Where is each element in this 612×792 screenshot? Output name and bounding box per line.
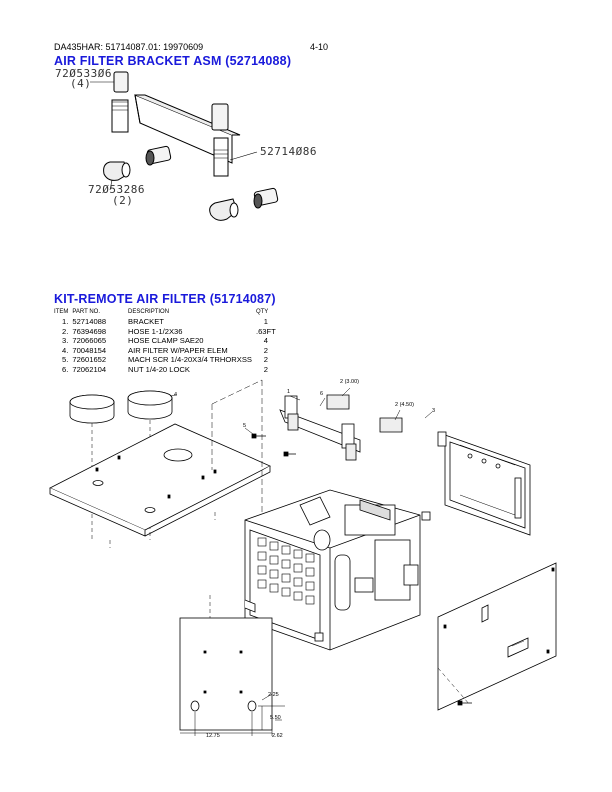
quantity: 2 xyxy=(263,345,268,355)
part-number: 76394698 xyxy=(72,326,107,336)
callout-item-4: 4 xyxy=(174,392,177,398)
table-row: 5.72601652 MACH SCR 1/4-20X3/4 TRHORXSS 2 xyxy=(54,355,280,365)
part-number: 72066065 xyxy=(72,336,107,346)
description: MACH SCR 1/4-20X3/4 TRHORXSS xyxy=(128,355,252,365)
item-number: 2. xyxy=(62,326,69,336)
dim-12-75: 12.75 xyxy=(206,733,220,739)
part-number: 72062104 xyxy=(72,364,107,374)
col-desc: DESCRIPTION xyxy=(128,309,170,315)
part-number: 72601652 xyxy=(72,355,107,365)
item-number: 1. xyxy=(62,317,69,326)
callout-item-3: 3 xyxy=(432,408,435,414)
part-number: 70048154 xyxy=(72,345,107,355)
callout-part-b-number: 72Ø53286 xyxy=(88,183,145,196)
callout-item-2a: 2 (3.00) xyxy=(340,379,359,385)
callout-bracket-number: 52714Ø86 xyxy=(260,145,317,158)
dim-5-50: 5.50 xyxy=(270,715,281,721)
template-panel xyxy=(179,617,273,731)
document-id: DA435HAR: 51714087.01: 19970609 xyxy=(54,42,204,52)
quantity: 2 xyxy=(263,355,268,365)
description: NUT 1/4-20 LOCK xyxy=(128,364,190,374)
col-qty: QTY xyxy=(255,309,269,315)
callout-item-6: 6 xyxy=(320,391,323,397)
item-number: 3. xyxy=(62,336,69,346)
coupling-top-right xyxy=(211,103,229,131)
table-row: 4.70048154 AIR FILTER W/PAPER ELEM 2 xyxy=(54,346,280,356)
air-filter-right xyxy=(127,390,173,420)
dim-2-25: 2.25 xyxy=(268,692,279,698)
table-row: 2.76394698 HOSE 1-1/2X36 .63FT xyxy=(54,327,280,337)
description: HOSE 1-1/2X36 xyxy=(128,326,183,336)
page-number: 4-10 xyxy=(310,42,329,52)
elbow-right xyxy=(209,198,238,221)
section-title-bracket-asm: AIR FILTER BRACKET ASM (52714088) xyxy=(54,54,292,68)
item-number: 5. xyxy=(62,355,69,365)
callout-item-1: 1 xyxy=(287,389,290,395)
coupling-bracket-right xyxy=(213,137,229,177)
kit-bracket xyxy=(279,409,361,453)
part-number: 52714088 xyxy=(72,317,107,326)
dim-2-62: 2.62 xyxy=(272,733,283,739)
machine-screw xyxy=(251,433,266,439)
callout-part-a-number: 72Ø533Ø6 xyxy=(55,67,112,80)
callout-part-b-qty: (2) xyxy=(112,194,134,207)
callout-item-5: 5 xyxy=(243,423,246,429)
side-panel xyxy=(437,562,557,711)
description: BRACKET xyxy=(128,317,164,326)
air-filter-left xyxy=(69,394,115,424)
parts-list-table: ITEM PART NO. DESCRIPTION QTY 1.52714088… xyxy=(54,309,280,375)
description: AIR FILTER W/PAPER ELEM xyxy=(128,345,228,355)
description: HOSE CLAMP SAE20 xyxy=(128,336,204,346)
top-mounting-plate xyxy=(49,423,271,531)
quantity: 4 xyxy=(263,336,268,346)
item-number: 6. xyxy=(62,364,69,374)
quantity: 2 xyxy=(263,364,268,374)
callout-item-2b: 2 (4.50) xyxy=(395,402,414,408)
item-number: 4. xyxy=(62,345,69,355)
table-row: 1.52714088 BRACKET 1 xyxy=(54,317,280,327)
callout-part-a-qty: (4) xyxy=(70,77,92,90)
col-part: PART NO. xyxy=(72,309,101,315)
table-row: 3.72066065 HOSE CLAMP SAE20 4 xyxy=(54,336,280,346)
elbow-left xyxy=(103,161,129,181)
table-row: 6.72062104 NUT 1/4-20 LOCK 2 xyxy=(54,365,280,375)
quantity: .63FT xyxy=(255,326,276,336)
parts-list-header: ITEM PART NO. DESCRIPTION QTY xyxy=(54,309,280,317)
quantity: 1 xyxy=(263,317,268,326)
col-item: ITEM xyxy=(54,309,69,315)
section-title-kit: KIT-REMOTE AIR FILTER (51714087) xyxy=(54,292,276,306)
grille xyxy=(257,537,315,605)
